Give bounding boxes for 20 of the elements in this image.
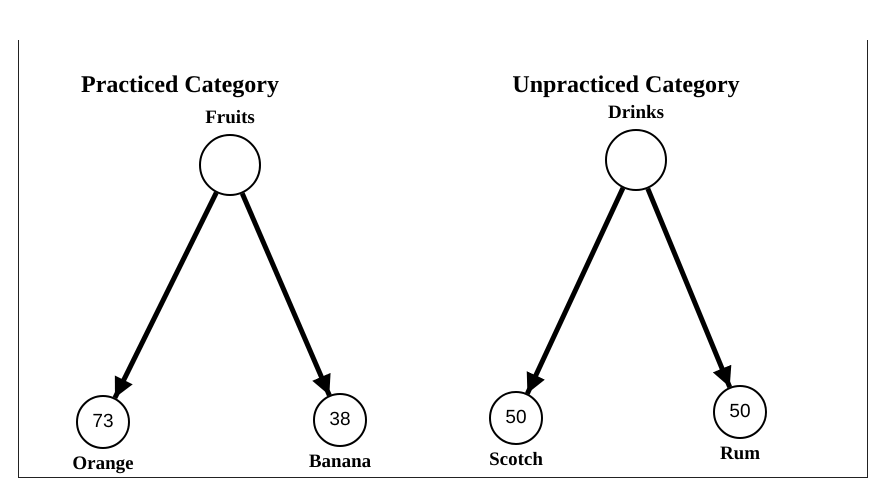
arrow <box>112 192 218 399</box>
category-heading: Unpracticed Category <box>512 72 740 99</box>
node-circle <box>713 385 767 439</box>
category-heading: Practiced Category <box>81 72 279 99</box>
node-value: 38 <box>329 409 351 431</box>
node-circle <box>313 393 367 447</box>
node-caption: Rum <box>720 443 760 465</box>
node-circle <box>489 391 543 445</box>
arrow <box>646 188 732 388</box>
node-circle <box>76 395 130 449</box>
node-value: 50 <box>505 407 527 429</box>
node-caption: Orange <box>72 453 134 475</box>
node-label: Fruits <box>205 107 255 129</box>
arrow <box>525 187 626 395</box>
arrow <box>240 192 332 396</box>
node-label: Drinks <box>608 102 664 124</box>
node-caption: Scotch <box>489 449 543 471</box>
node-value: 50 <box>729 401 751 423</box>
node-caption: Banana <box>308 451 372 473</box>
node-value: 73 <box>92 411 114 433</box>
